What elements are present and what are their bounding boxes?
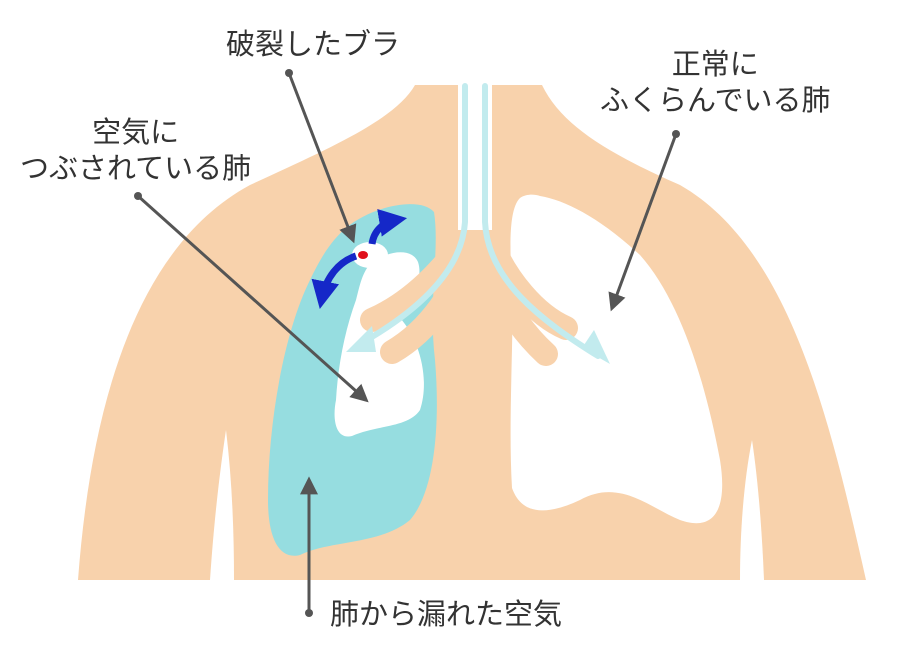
airflow-arrowhead-left: [346, 326, 376, 352]
airflow-line-left: [357, 83, 468, 347]
left-bronchus-lower: [380, 238, 482, 364]
label-ruptured-bulla: 破裂したブラ: [226, 27, 401, 61]
label-normal-lung-line1: 正常に: [671, 47, 759, 81]
pointer-normal-lung: [608, 130, 680, 312]
bulla: [352, 242, 388, 268]
label-normal-lung: 正常に ふくらんでいる肺: [600, 46, 831, 118]
rupture-point: [358, 251, 368, 259]
airflow-arrowhead-right: [582, 330, 610, 364]
pointer-leaked-air: [300, 476, 318, 617]
label-normal-lung-line2: ふくらんでいる肺: [600, 83, 831, 117]
pointer-collapsed-lung: [134, 192, 369, 403]
normal-lung: [510, 194, 723, 524]
leak-arrow-upper: [368, 208, 408, 245]
right-bronchus-lower: [476, 248, 558, 366]
label-collapsed-lung-line1: 空気に: [92, 115, 180, 149]
label-leaked-air: 肺から漏れた空気: [330, 597, 563, 631]
airflow-line-right: [482, 83, 601, 359]
left-armpit-gap: [210, 430, 234, 580]
leak-arrow-lower: [311, 252, 358, 309]
label-collapsed-lung-line2: つぶされている肺: [20, 151, 252, 185]
pointer-bulla: [285, 69, 357, 244]
right-armpit-gap: [740, 440, 764, 580]
label-collapsed-lung: 空気に つぶされている肺: [20, 114, 251, 186]
